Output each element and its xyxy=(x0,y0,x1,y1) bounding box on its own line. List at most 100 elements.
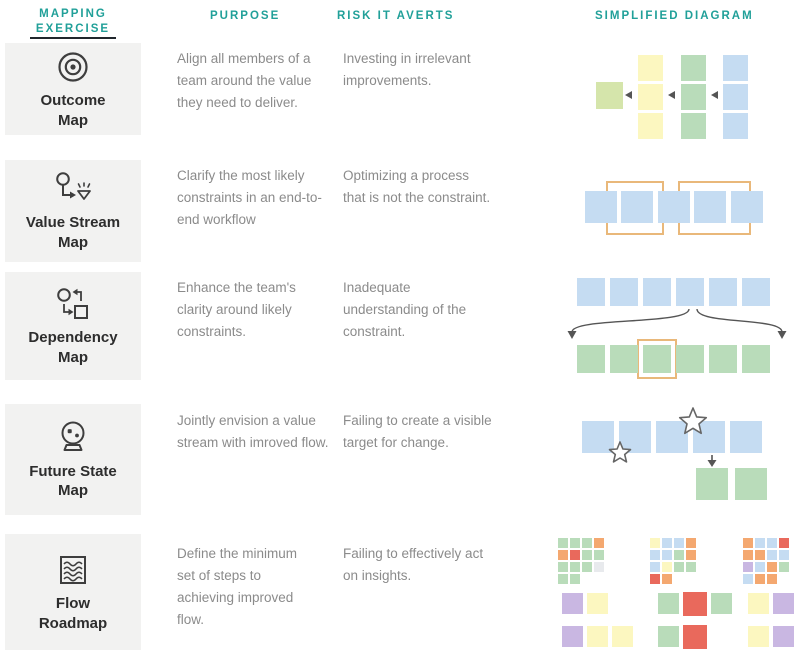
diagram-square xyxy=(594,550,604,560)
diagram-square xyxy=(570,538,580,548)
diagram-square xyxy=(735,468,767,500)
future-state-map-diagram xyxy=(530,395,802,523)
diagram-square xyxy=(638,84,663,110)
diagram-square xyxy=(755,550,765,560)
purpose-header: PURPOSE xyxy=(210,10,281,22)
title-line: Map xyxy=(57,348,88,366)
diagram-square xyxy=(638,55,663,81)
diagram-square xyxy=(742,278,770,306)
title-line: Map xyxy=(57,111,88,129)
diagram-square xyxy=(743,574,753,584)
diagram-square xyxy=(743,550,753,560)
value-stream-map-risk: Optimizing a process that is not the con… xyxy=(343,168,491,205)
diagram-square xyxy=(694,191,727,223)
diagram-square xyxy=(643,345,671,373)
outcome-map-diagram xyxy=(530,43,802,148)
value-stream-map-title: Value Stream Map xyxy=(26,213,120,252)
diagram-square xyxy=(755,574,765,584)
diagram-square xyxy=(730,191,763,223)
diagram-square xyxy=(650,562,660,572)
diagram-square xyxy=(723,113,748,139)
stars-and-arrow-overlay xyxy=(608,407,717,467)
future-state-map-risk: Failing to create a visible target for c… xyxy=(343,413,492,450)
risk-header: RISK IT AVERTS xyxy=(337,10,455,22)
flow-roadmap-purpose: Define the minimum set of steps to achie… xyxy=(177,546,298,627)
diagram-square xyxy=(755,538,765,548)
title-line: Outcome xyxy=(40,92,106,109)
value-stream-map-card: Value Stream Map xyxy=(5,160,141,262)
title-line: Roadmap xyxy=(38,614,108,632)
header-line-2: EXERCISE xyxy=(35,23,111,35)
title-line: Future State xyxy=(29,462,117,480)
diagram-square xyxy=(612,626,633,647)
diagram-square xyxy=(570,550,580,560)
flow-icon xyxy=(53,551,93,589)
diagram-square xyxy=(711,593,732,614)
diagram-square xyxy=(643,278,671,306)
diagram-square xyxy=(562,593,583,614)
simplified-diagram-header: SIMPLIFIED DIAGRAM xyxy=(595,10,754,22)
diagram-square xyxy=(779,538,789,548)
diagram-square xyxy=(683,624,707,649)
diagram-square xyxy=(650,538,660,548)
diagram-square xyxy=(767,574,777,584)
diagram-square xyxy=(674,538,684,548)
diagram-square xyxy=(674,562,684,572)
diagram-square xyxy=(658,593,679,614)
diagram-square xyxy=(558,538,568,548)
diagram-square xyxy=(686,550,696,560)
outcome-map-risk: Investing in irrelevant improvements. xyxy=(343,51,471,88)
diagram-square xyxy=(773,626,794,647)
title-line: Value Stream xyxy=(25,214,121,231)
header-underline xyxy=(30,37,116,39)
diagram-square xyxy=(723,84,748,110)
left-arrow-icon xyxy=(668,91,675,99)
value-stream-map-purpose: Clarify the most likely constraints in a… xyxy=(177,168,322,227)
diagram-square xyxy=(767,538,777,548)
diagram-square xyxy=(577,278,605,306)
diagram-square xyxy=(610,345,638,373)
dependency-map-diagram xyxy=(530,265,802,387)
diagram-square xyxy=(570,562,580,572)
diagram-square xyxy=(650,574,660,584)
diagram-square xyxy=(709,345,737,373)
diagram-square xyxy=(779,562,789,572)
diagram-square xyxy=(558,550,568,560)
flow-roadmap-card: Flow Roadmap xyxy=(5,534,141,650)
diagram-square xyxy=(723,55,748,81)
diagram-square xyxy=(730,421,762,453)
diagram-square xyxy=(582,550,592,560)
diagram-square xyxy=(742,345,770,373)
diagram-square xyxy=(767,562,777,572)
diagram-square xyxy=(681,55,706,81)
diagram-square xyxy=(743,538,753,548)
diagram-square xyxy=(657,191,690,223)
diagram-square xyxy=(743,562,753,572)
diagram-square xyxy=(767,550,777,560)
flow-roadmap-risk: Failing to effectively act on insights. xyxy=(343,546,484,583)
diagram-square xyxy=(681,113,706,139)
diagram-square xyxy=(594,538,604,548)
diagram-square xyxy=(656,421,688,453)
dependency-map-risk: Inadequate understanding of the constrai… xyxy=(343,280,467,339)
diagram-square xyxy=(587,593,608,614)
target-icon xyxy=(54,48,92,86)
diagram-square xyxy=(709,278,737,306)
diagram-square xyxy=(662,574,672,584)
future-state-map-card: Future State Map xyxy=(5,404,141,515)
diagram-square xyxy=(619,421,651,453)
diagram-square xyxy=(658,626,679,647)
future-state-map-purpose: Jointly envision a value stream with imr… xyxy=(177,413,329,450)
diagram-square xyxy=(676,345,704,373)
diagram-square xyxy=(748,626,769,647)
diagram-square xyxy=(662,538,672,548)
dependency-map-title: Dependency Map xyxy=(28,328,117,367)
diagram-square xyxy=(696,468,728,500)
diagram-square xyxy=(686,538,696,548)
future-state-map-title: Future State Map xyxy=(29,462,117,501)
diagram-square xyxy=(582,421,614,453)
diagram-square xyxy=(681,84,706,110)
diagram-square xyxy=(748,593,769,614)
header-line-1: MAPPING xyxy=(39,8,107,20)
